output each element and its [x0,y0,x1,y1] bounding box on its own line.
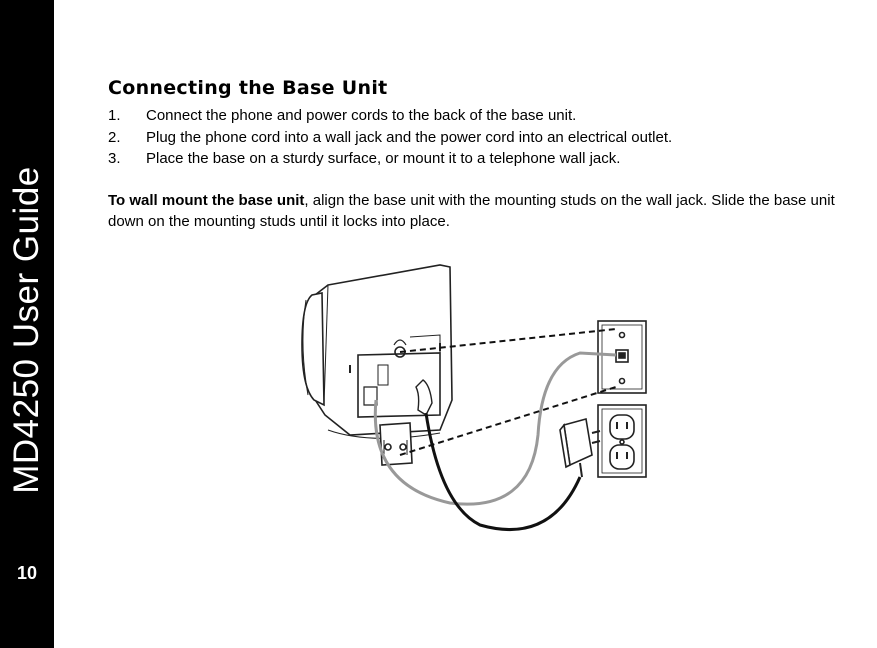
cords-illustration [373,328,617,531]
list-item: 3. Place the base on a sturdy surface, or… [108,148,848,170]
electrical-outlet-illustration [597,404,647,478]
page-number: 10 [16,563,38,583]
step-text: Connect the phone and power cords to the… [146,107,577,124]
steps-list: 1. Connect the phone and power cords to t… [108,105,848,170]
main-content: Connecting the Base Unit 1. Connect the p… [108,77,848,233]
sidebar: MD4250 User Guide 10 [0,0,54,648]
step-text: Plug the phone cord into a wall jack and… [146,128,673,146]
wall-mount-lead: To wall mount the base unit [108,191,305,209]
wall-mount-text: , align the base unit with the mounting … [108,191,835,231]
step-number: 2. [108,128,121,146]
list-item: 2. Plug the phone cord into a wall jack a… [108,127,848,149]
step-text: Place the base on a sturdy surface, or m… [146,150,621,167]
wall-mount-paragraph: To wall mount the base unit, align the b… [108,190,848,233]
step-number: 3. [108,150,121,167]
base-unit-connection-illustration [301,264,647,531]
section-heading: Connecting the Base Unit [108,77,388,99]
guide-title: MD4250 User Guide [7,166,46,494]
power-adapter-illustration [559,417,601,478]
step-number: 1. [108,107,121,124]
list-item: 1. Connect the phone and power cords to t… [108,105,848,127]
wall-jack-illustration [597,320,647,394]
